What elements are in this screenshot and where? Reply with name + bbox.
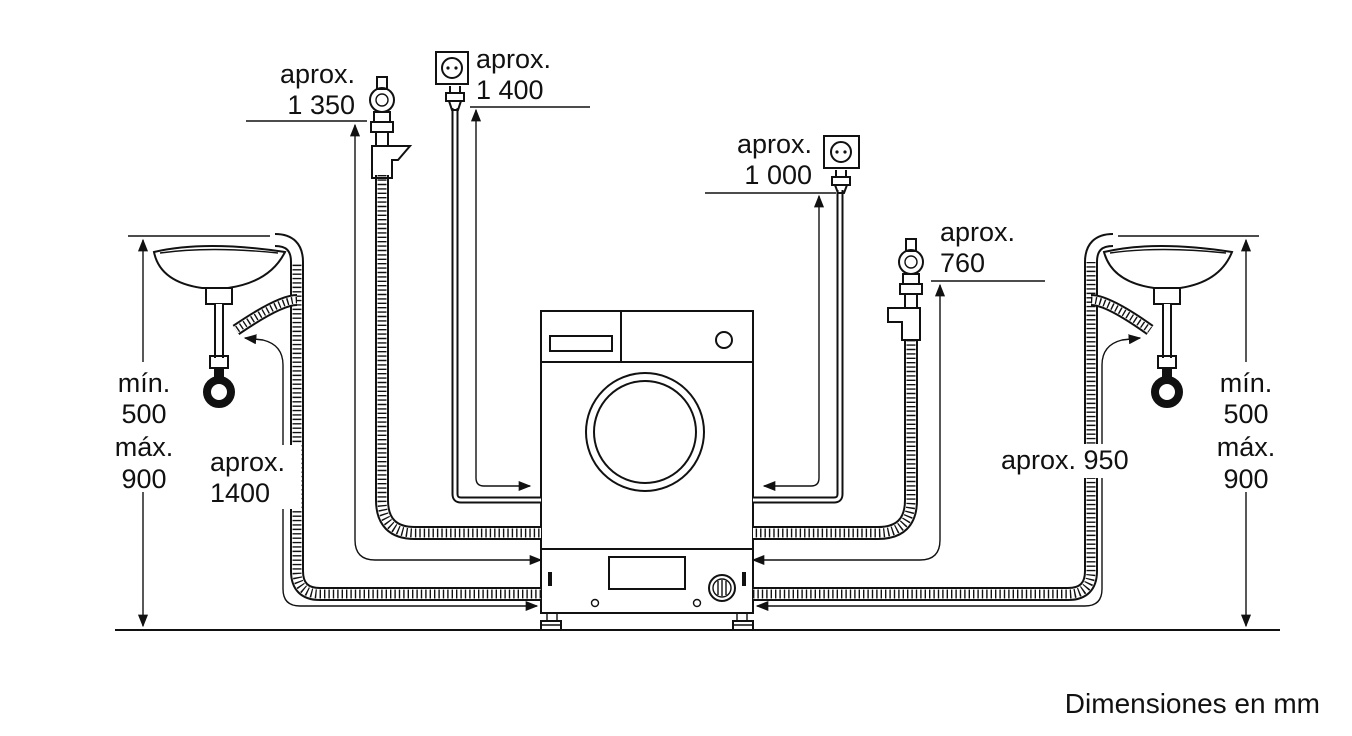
power-socket-left-icon	[435, 51, 469, 85]
drain-hose-left	[274, 233, 541, 601]
label-height-left-1: mín.	[118, 368, 171, 398]
power-cable-left	[451, 108, 541, 504]
label-height-left-4: 900	[121, 464, 166, 494]
water-tap-right	[887, 238, 924, 341]
pump-filter-cap	[708, 574, 736, 602]
plinth-panel	[608, 556, 686, 590]
label-height-right-4: 900	[1223, 464, 1268, 494]
power-plug-right-icon	[831, 170, 851, 194]
power-socket-right-icon	[823, 135, 860, 169]
label-tap-left-line1: aprox.	[280, 59, 355, 89]
label-drain-left-line1: aprox.	[210, 447, 285, 477]
label-socket-right-line1: aprox.	[737, 129, 812, 159]
label-socket-left-line2: 1 400	[476, 75, 544, 105]
label-tap-left-line2: 1 350	[287, 90, 355, 120]
wash-basin-right	[1102, 245, 1234, 408]
label-socket-right-line2: 1 000	[744, 160, 812, 190]
power-plug-left-icon	[445, 86, 465, 111]
label-tap-right-line1: aprox.	[940, 217, 1015, 247]
door-outer	[585, 372, 705, 492]
inlet-hose-left	[375, 175, 541, 540]
power-cable-right	[753, 190, 844, 504]
machine-foot-right	[732, 612, 754, 631]
label-height-right-1: mín.	[1220, 368, 1273, 398]
water-tap-left	[369, 76, 413, 179]
label-drain-left-line2: 1400	[210, 478, 270, 508]
wash-basin-left	[152, 245, 287, 408]
siphon-trap-left	[203, 376, 235, 408]
drain-hose-right	[753, 233, 1114, 601]
label-drain-right: aprox. 950	[1001, 445, 1129, 475]
door-inner	[593, 380, 697, 484]
control-display	[549, 335, 613, 352]
label-height-right-3: máx.	[1217, 432, 1276, 462]
control-knob	[715, 331, 733, 349]
machine-foot-left	[540, 612, 562, 631]
label-height-right-2: 500	[1223, 399, 1268, 429]
label-height-left-3: máx.	[115, 432, 174, 462]
inlet-hose-right	[753, 340, 918, 540]
label-socket-left-line1: aprox.	[476, 44, 551, 74]
siphon-trap-right	[1151, 376, 1183, 408]
label-height-left-2: 500	[121, 399, 166, 429]
washing-machine	[540, 310, 754, 631]
label-tap-right-line2: 760	[940, 248, 985, 278]
footer-units-note: Dimensiones en mm	[1065, 688, 1320, 719]
